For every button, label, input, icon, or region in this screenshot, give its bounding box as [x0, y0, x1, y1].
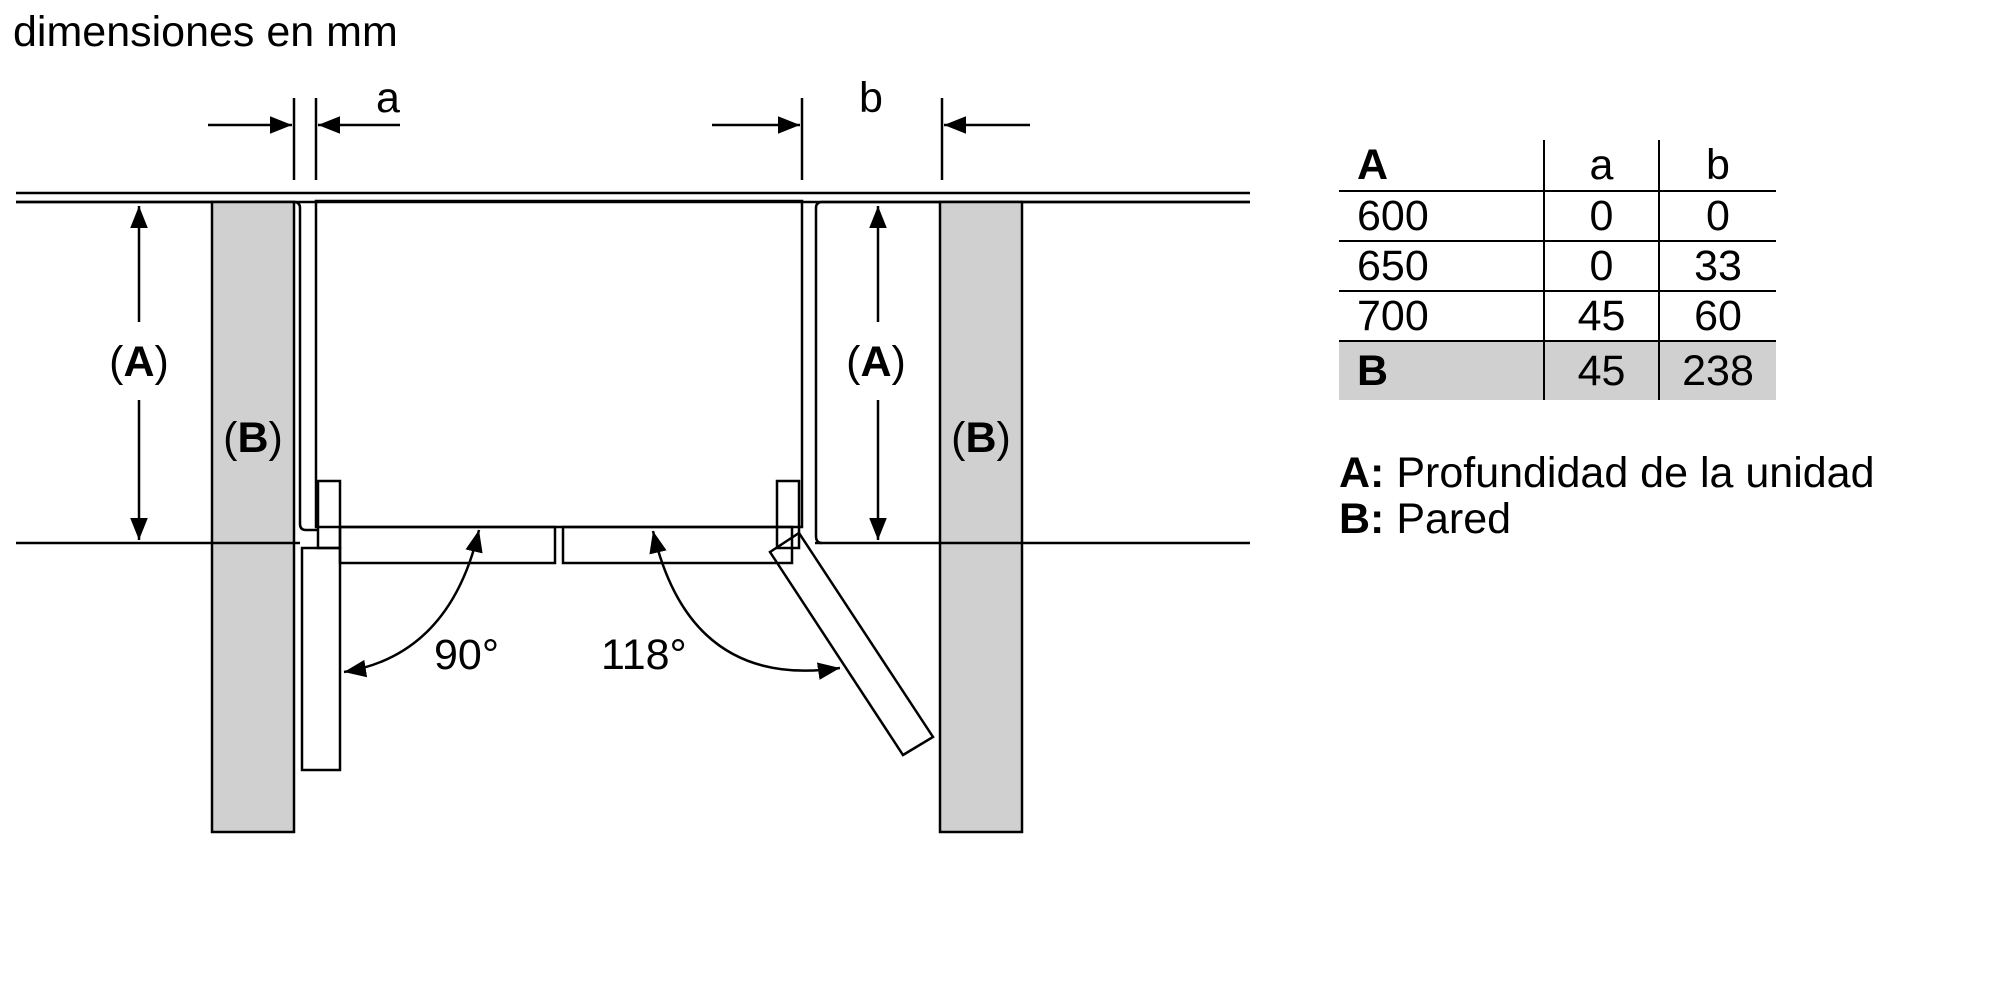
appliance-body: [314, 199, 804, 529]
wall-label-right: (B): [951, 414, 1011, 462]
table-cell: 600: [1339, 191, 1544, 242]
door-panel-left: [338, 525, 557, 565]
legend-text: Profundidad de la unidad: [1396, 449, 1875, 497]
dim-a-label: a: [376, 74, 400, 122]
table-header-cell: a: [1543, 140, 1659, 192]
table-header-cell: b: [1658, 140, 1776, 192]
page-title: dimensiones en mm: [13, 8, 398, 56]
legend-key: A:: [1339, 449, 1385, 497]
angle-arc-90: [343, 529, 483, 678]
table-cell: 650: [1339, 241, 1544, 292]
angle-label-90: 90°: [434, 631, 499, 679]
table-cell: 33: [1658, 241, 1776, 292]
table-row: 650 0 33: [1339, 241, 1776, 292]
table-cell: 0: [1658, 191, 1776, 242]
angle-arc-118: [649, 530, 841, 680]
table-cell: 45: [1543, 291, 1659, 342]
table-header-row: A a b: [1339, 140, 1776, 192]
hinge-right: [775, 479, 801, 550]
table-row-wall: B 45 238: [1339, 341, 1776, 400]
table-cell: 0: [1543, 191, 1659, 242]
wall-label-left: (B): [223, 414, 283, 462]
open-door-left: [300, 546, 342, 772]
legend-key: B:: [1339, 495, 1385, 543]
table-cell: B: [1339, 341, 1544, 400]
table-row: 600 0 0: [1339, 191, 1776, 242]
angle-label-118: 118°: [601, 631, 687, 679]
dimension-table: A a b 600 0 0 650 0 33 700 45 60 B 45 23…: [1339, 140, 1776, 400]
table-cell: 238: [1658, 341, 1776, 400]
door-panel-right: [561, 525, 794, 565]
table-cell: 0: [1543, 241, 1659, 292]
legend-text: Pared: [1396, 495, 1512, 543]
left-niche-outline: [16, 200, 318, 532]
table-cell: 60: [1658, 291, 1776, 342]
depth-label-right: (A): [846, 338, 906, 386]
table-cell: 700: [1339, 291, 1544, 342]
hinge-left: [316, 479, 342, 550]
wall-right: [938, 200, 1024, 834]
wall-left: [210, 200, 296, 834]
table-header-cell: A: [1339, 140, 1544, 192]
legend-item-wall: B: Pared: [1339, 496, 1875, 542]
open-door-right: [768, 531, 935, 757]
table-cell: 45: [1543, 341, 1659, 400]
legend-item-depth: A: Profundidad de la unidad: [1339, 450, 1875, 496]
table-row: 700 45 60: [1339, 291, 1776, 342]
dim-b-label: b: [859, 74, 883, 122]
legend: A: Profundidad de la unidad B: Pared: [1339, 450, 1875, 542]
depth-label-left: (A): [109, 338, 169, 386]
